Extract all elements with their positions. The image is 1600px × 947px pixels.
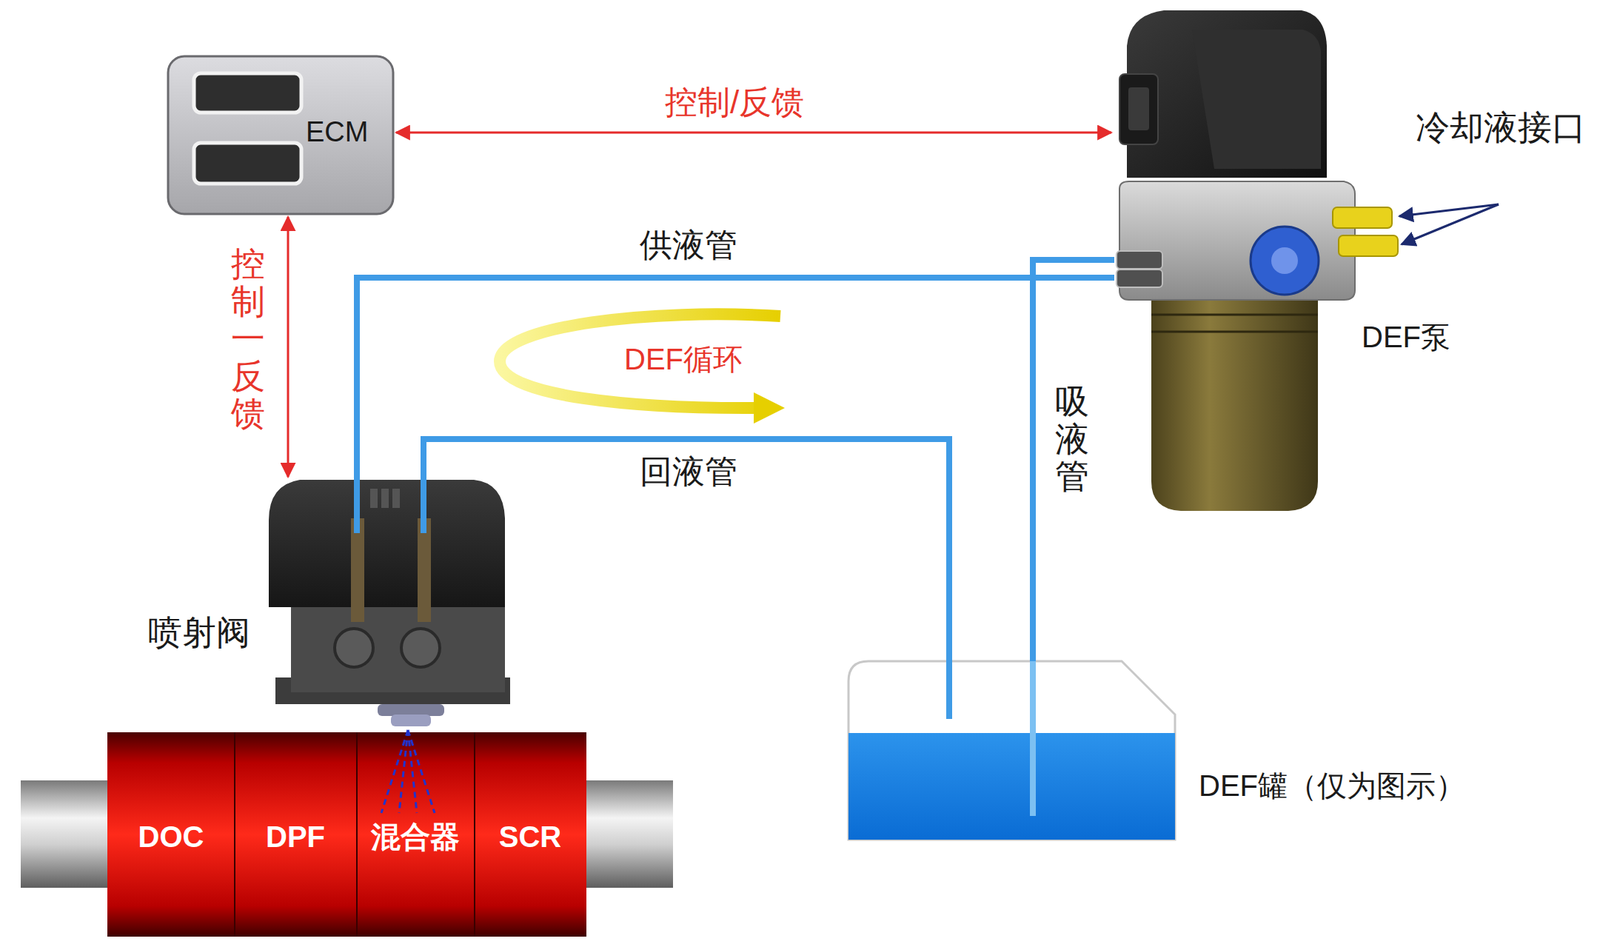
injector-nozzle [390, 714, 431, 727]
aftertreatment-body [107, 732, 587, 937]
node-label: 混合器 [370, 819, 460, 854]
section-divider [473, 732, 476, 937]
circulation-arrowhead [753, 392, 785, 424]
connector-label: 吸液管 [1055, 382, 1090, 496]
injector-port [334, 628, 374, 668]
pump-cover-face [1192, 29, 1321, 169]
ecm-housing [168, 56, 394, 214]
ecm-box: ECM [168, 56, 394, 214]
pipe-inside-injector [353, 479, 360, 534]
tank-outline [848, 661, 1176, 840]
connector-label: 控制一反馈 [231, 245, 266, 433]
pipe-inside-tank [946, 661, 953, 719]
injector-valve: 喷射阀 [259, 479, 511, 725]
ecm-connector [193, 73, 302, 113]
port-label: 冷却液接口 [1415, 108, 1586, 148]
node-label: DEF罐（仅为图示） [1198, 768, 1466, 803]
def-tank: DEF罐（仅为图示） [848, 661, 1176, 840]
pipe-inside-tank [1029, 661, 1036, 816]
node-label: DPF [265, 819, 326, 854]
spray-line [399, 730, 408, 813]
def-pump: DEF泵 [1114, 10, 1359, 511]
pump-motor-part [1250, 226, 1319, 295]
coolant-fitting [1332, 207, 1392, 229]
pump-plug-socket [1128, 87, 1150, 131]
def-pipe [1032, 259, 1115, 662]
injector-cover [268, 479, 505, 608]
node-label: SCR [499, 819, 562, 854]
leader-arrow [1401, 204, 1499, 245]
circulation-arrow [499, 313, 781, 408]
injector-vent [381, 488, 389, 508]
spray-line [407, 730, 435, 813]
section-divider [356, 732, 358, 937]
pump-motor-hub [1271, 247, 1298, 274]
mixer-section: 混合器 [356, 732, 475, 937]
canister-rib [1151, 313, 1318, 317]
node-label: DOC [138, 819, 205, 854]
pump-supply-port [1116, 269, 1163, 288]
control-arrow [396, 131, 1112, 135]
injector-fitting-tube [417, 518, 431, 622]
node-label: DEF泵 [1361, 319, 1451, 354]
pump-filter-canister [1151, 296, 1318, 511]
node-label: ECM [305, 116, 368, 149]
section-divider [233, 732, 236, 937]
injector-fitting-tube [350, 518, 365, 622]
injector-housing [290, 596, 505, 693]
def-pipe [423, 439, 950, 662]
injector-vent [370, 488, 378, 508]
pump-suction-port [1116, 250, 1163, 269]
control-arrow [287, 216, 290, 477]
doc-section: DOC [107, 732, 235, 937]
pipe-inside-injector [420, 479, 427, 534]
connector-label: 回液管 [639, 453, 738, 491]
def-liquid [848, 732, 1176, 840]
node-label: 喷射阀 [148, 613, 251, 653]
pump-plug [1119, 74, 1158, 145]
flow-label: DEF循环 [624, 342, 743, 377]
ecm-connector [193, 142, 302, 184]
injector-vent [392, 488, 400, 508]
connector-label: 供液管 [639, 226, 738, 265]
scr-section: SCR [474, 732, 587, 937]
def-pipe [356, 277, 1115, 480]
spray-line [381, 730, 408, 813]
injector-nozzle [377, 704, 445, 716]
canister-rib [1151, 330, 1318, 334]
dpf-section: DPF [234, 732, 357, 937]
coolant-fitting [1338, 235, 1398, 257]
injector-port [401, 628, 440, 668]
connector-label: 控制/反馈 [664, 83, 805, 122]
